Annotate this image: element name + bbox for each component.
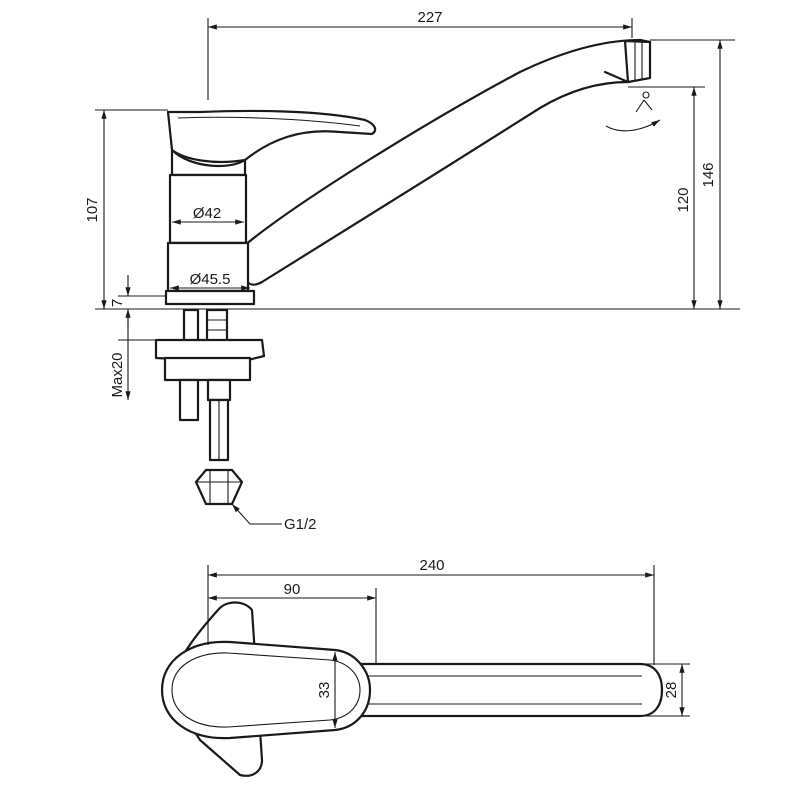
mounting-kit [154, 308, 266, 506]
dim-base-thickness: 7 [109, 275, 166, 330]
dim-height-body: 107 [84, 109, 168, 309]
dim-label-146: 146 [700, 162, 717, 187]
lever-handle [166, 109, 377, 164]
dim-label-33: 33 [316, 682, 333, 699]
dim-spout-width: 28 [640, 663, 690, 717]
dim-base-diameter: Ø45.5 [170, 271, 250, 291]
dim-label-28: 28 [663, 682, 680, 699]
side-view: 227 146 120 107 Ø42 Ø45.5 [84, 9, 740, 533]
dim-label-max20: Max20 [109, 352, 126, 397]
dim-height-total: 146 [650, 39, 735, 309]
dim-lever-width: 33 [316, 652, 338, 728]
dim-label-120: 120 [675, 187, 692, 212]
callout-thread: G1/2 [231, 503, 317, 533]
dim-label-227: 227 [417, 9, 442, 26]
dim-label-107: 107 [84, 197, 101, 222]
dim-label-diameter-42: Ø42 [193, 205, 221, 222]
dim-label-diameter-45-5: Ø45.5 [190, 271, 231, 288]
dim-label-7: 7 [109, 299, 126, 307]
dim-total-length: 240 [207, 557, 655, 665]
spout [241, 38, 652, 286]
rotation-symbol-icon [605, 91, 661, 132]
dim-label-240: 240 [419, 557, 444, 574]
dim-total-reach: 227 [207, 9, 633, 100]
dim-lever-length: 90 [208, 581, 377, 665]
dim-label-90: 90 [284, 581, 301, 598]
dim-max-mount: Max20 [109, 309, 156, 400]
callout-label-g1-2: G1/2 [284, 516, 317, 533]
dim-body-diameter: Ø42 [172, 205, 244, 225]
top-lever [160, 640, 372, 740]
dim-height-spout: 120 [628, 86, 705, 309]
top-spout [358, 662, 664, 718]
top-view: 240 90 33 28 [160, 557, 690, 777]
faucet-body [164, 148, 256, 306]
